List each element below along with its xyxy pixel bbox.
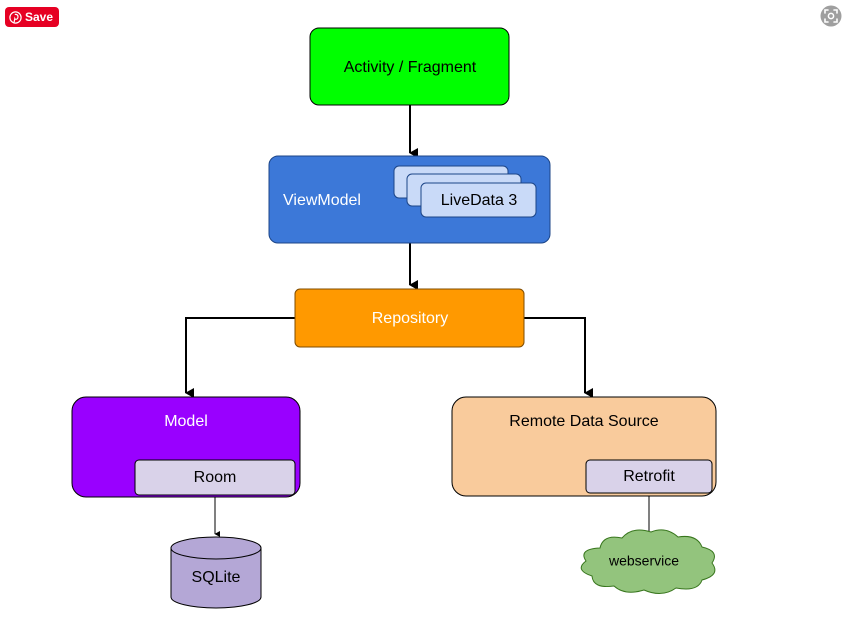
livedata-card-front bbox=[420, 182, 537, 218]
retrofit-label: Retrofit bbox=[623, 468, 675, 485]
model-node: Model Room bbox=[71, 396, 301, 498]
arrow-repository-to-model bbox=[185, 317, 295, 398]
repository-label: Repository bbox=[372, 310, 448, 327]
retrofit-box bbox=[585, 459, 713, 494]
activity-fragment-label: Activity / Fragment bbox=[344, 59, 477, 76]
remote-data-source-label: Remote Data Source bbox=[509, 413, 659, 430]
save-button-label: Save bbox=[25, 10, 54, 24]
sqlite-label: SQLite bbox=[192, 569, 241, 586]
pinterest-icon bbox=[9, 10, 22, 24]
webservice-cloud-icon: webservice bbox=[580, 529, 716, 594]
pinterest-save-button[interactable]: Save bbox=[5, 7, 60, 27]
room-box bbox=[134, 459, 296, 496]
visual-search-button[interactable] bbox=[820, 5, 842, 27]
webservice-label: webservice bbox=[608, 553, 679, 569]
visual-search-icon bbox=[820, 5, 842, 27]
room-label: Room bbox=[194, 469, 237, 486]
repository-node: Repository bbox=[294, 288, 525, 348]
sqlite-database-icon: SQLite bbox=[170, 536, 262, 609]
livedata-label: LiveData 3 bbox=[441, 192, 518, 209]
viewmodel-label: ViewModel bbox=[283, 192, 361, 209]
remote-data-source-node: Remote Data Source Retrofit bbox=[451, 396, 717, 497]
activity-fragment-node: Activity / Fragment bbox=[309, 27, 510, 106]
viewmodel-node: ViewModel LiveData 3 bbox=[268, 155, 551, 244]
arrow-repository-to-remote bbox=[524, 317, 593, 398]
model-label: Model bbox=[164, 413, 208, 430]
